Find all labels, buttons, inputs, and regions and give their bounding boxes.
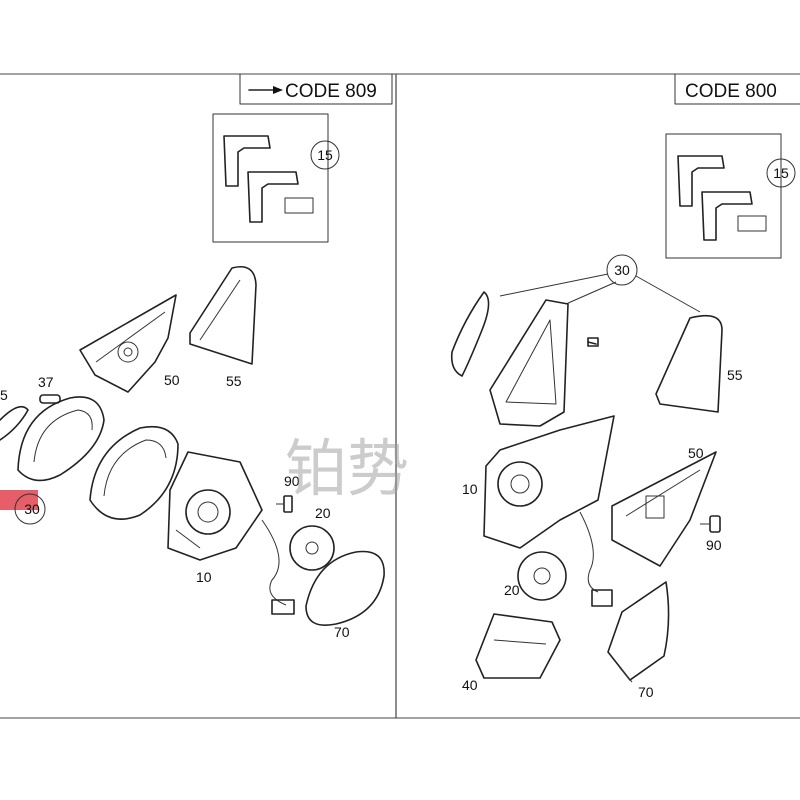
- code-box-right: CODE 800: [674, 74, 800, 105]
- label-20-left: 20: [315, 505, 331, 521]
- label-40-right: 40: [462, 677, 478, 693]
- label-90-left: 90: [284, 473, 300, 489]
- part-20-right: 20: [504, 551, 567, 601]
- label-70-right: 70: [638, 684, 654, 700]
- part-37-bulb: 37: [38, 374, 61, 404]
- inset-box-left: 15: [212, 113, 340, 243]
- part-90-right: 90: [700, 515, 722, 553]
- callout-circle-15-left: [310, 140, 340, 170]
- trim-piece-shape-2: [247, 171, 299, 223]
- label-50-left: 50: [164, 372, 180, 388]
- label-5: 5: [0, 387, 8, 403]
- label-55-right: 55: [727, 367, 743, 383]
- part-90-left: 90: [276, 473, 300, 513]
- callout-30-left: 30: [0, 490, 46, 525]
- label-37: 37: [38, 374, 54, 390]
- part-40-right: 40: [462, 613, 561, 693]
- callout-15-right: 15: [773, 165, 789, 181]
- callout-30-right: 30: [499, 254, 701, 313]
- code-label-left: CODE 809: [285, 81, 377, 102]
- part-55-left: 55: [189, 266, 257, 389]
- label-70-left: 70: [334, 624, 350, 640]
- part-10-right: 10: [462, 415, 615, 549]
- label-90-right: 90: [706, 537, 722, 553]
- part-5-partial: 5: [0, 387, 29, 441]
- part-70-left: 70: [305, 550, 385, 640]
- label-plate: [284, 197, 314, 214]
- part-10-left: 10: [167, 451, 263, 585]
- connector-right: [591, 589, 613, 607]
- mirror-housing-right: [489, 299, 599, 427]
- wire-harness-right: [579, 511, 599, 593]
- label-10-right: 10: [462, 481, 478, 497]
- watermark-text: 铂势: [285, 432, 409, 505]
- code-label-right: CODE 800: [685, 81, 777, 102]
- trim-piece-shape: [223, 135, 271, 187]
- code-box-left: CODE 809: [239, 74, 393, 105]
- part-50-right: 50: [611, 445, 717, 567]
- label-20-right: 20: [504, 582, 520, 598]
- part-20-left: 20: [289, 505, 335, 571]
- connector-left: [271, 599, 295, 615]
- label-30-right: 30: [614, 262, 630, 278]
- part-55-right: 55: [655, 314, 743, 413]
- label-30-left: 30: [24, 501, 40, 517]
- callout-15-left: 15: [317, 147, 333, 163]
- part-70-right: 70: [607, 581, 670, 700]
- inset-box-right: 15: [665, 133, 796, 259]
- wire-harness-left: [261, 519, 287, 606]
- trim-strip-right: [450, 291, 490, 377]
- label-55-left: 55: [226, 373, 242, 389]
- part-50-left: 50: [79, 294, 180, 393]
- label-10-left: 10: [196, 569, 212, 585]
- highlight-marker: [0, 490, 38, 510]
- mirror-housing-left: [17, 396, 179, 520]
- label-50-right: 50: [688, 445, 704, 461]
